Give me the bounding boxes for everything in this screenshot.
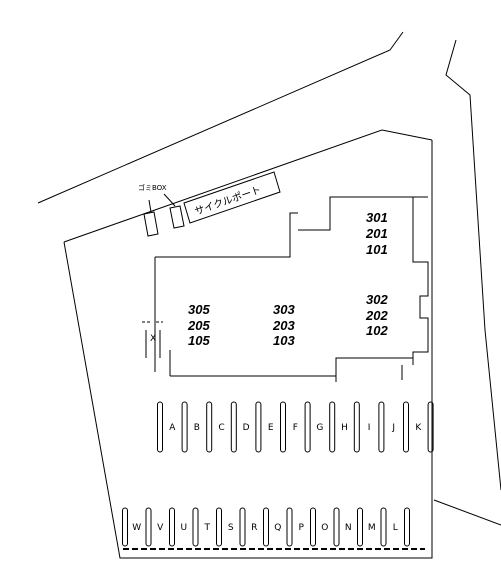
parking-divider — [263, 507, 269, 547]
property-boundary-top — [381, 129, 433, 141]
parking-slot-p: P — [299, 523, 305, 533]
parking-divider — [206, 401, 213, 453]
building-outline-upper-right — [298, 196, 428, 231]
road-edge-right — [445, 39, 501, 491]
parking-divider — [145, 507, 152, 547]
room-105: 105 — [188, 333, 210, 348]
room-301: 301 — [366, 210, 388, 225]
parking-divider — [239, 507, 246, 547]
parking-divider — [403, 401, 409, 453]
building-wall-bottom — [170, 357, 414, 377]
road-edge-right-lower — [433, 499, 501, 526]
parking-divider — [329, 401, 336, 453]
parking-divider — [357, 507, 363, 547]
parking-divider — [404, 507, 410, 547]
parking-slot-i: I — [368, 423, 371, 433]
parking-slot-a: A — [169, 423, 176, 433]
building-wall-ticks — [335, 365, 403, 382]
parking-divider — [427, 401, 434, 453]
parking-slot-f: F — [293, 423, 298, 433]
parking-divider — [380, 507, 387, 547]
room-202: 202 — [365, 308, 388, 323]
parking-x-label: X — [150, 334, 156, 344]
parking-divider — [169, 507, 175, 547]
room-103: 103 — [273, 333, 295, 348]
trash-box-label: ゴミBOX — [138, 183, 167, 192]
room-102: 102 — [366, 323, 388, 338]
parking-slot-e: E — [268, 423, 274, 433]
road-edge-lower — [63, 129, 383, 243]
trash-box-1 — [143, 211, 159, 237]
parking-divider — [216, 507, 222, 547]
parking-divider — [192, 507, 199, 547]
room-302: 302 — [366, 292, 388, 307]
parking-slot-w: W — [132, 523, 141, 533]
building-outline-upper-left — [155, 212, 298, 258]
parking-slot-c: C — [218, 423, 224, 433]
parking-divider — [280, 401, 286, 453]
parking-divider — [122, 507, 128, 547]
cycle-port-outline — [183, 171, 281, 224]
parking-divider — [286, 507, 293, 547]
parking-slot-h: H — [341, 423, 348, 433]
room-305: 305 — [188, 302, 210, 317]
parking-slot-d: D — [243, 423, 250, 433]
property-boundary — [63, 140, 433, 559]
parking-slot-m: M — [368, 523, 376, 533]
cycle-port-label: サイクルポート — [193, 184, 263, 218]
parking-slot-j: J — [391, 423, 395, 433]
parking-divider — [333, 507, 340, 547]
parking-divider — [230, 401, 237, 453]
parking-row-lower-lines — [122, 507, 410, 547]
parking-slot-r: R — [251, 523, 257, 533]
parking-slot-u: U — [180, 523, 187, 533]
parking-row-upper-labels: A B C D E F G H I J K — [169, 423, 422, 433]
parking-divider — [181, 401, 188, 453]
parking-divider — [353, 401, 360, 453]
parking-x-outline — [145, 330, 161, 358]
parking-slot-b: B — [194, 423, 200, 433]
road-edge-upper — [37, 31, 404, 204]
room-201: 201 — [365, 226, 388, 241]
room-205: 205 — [187, 318, 210, 333]
parking-slot-t: T — [204, 523, 211, 533]
trash-box-2 — [169, 205, 185, 229]
parking-slot-s: S — [228, 523, 234, 533]
parking-slot-g: G — [316, 423, 323, 433]
parking-slot-q: Q — [274, 523, 281, 533]
parking-row-upper-lines — [157, 401, 434, 453]
room-303: 303 — [273, 302, 295, 317]
parking-divider — [304, 401, 311, 453]
parking-slot-k: K — [415, 423, 422, 433]
parking-slot-v: V — [157, 523, 164, 533]
room-101: 101 — [366, 242, 388, 257]
parking-divider — [157, 401, 163, 453]
parking-slot-o: O — [321, 523, 328, 533]
parking-divider — [310, 507, 316, 547]
parking-divider — [378, 401, 385, 453]
parking-divider — [255, 401, 262, 453]
building-wall-right — [412, 197, 429, 365]
room-203: 203 — [272, 318, 295, 333]
parking-slot-n: N — [345, 523, 352, 533]
trash-box-pointer — [148, 193, 176, 213]
parking-slot-l: L — [393, 523, 398, 533]
